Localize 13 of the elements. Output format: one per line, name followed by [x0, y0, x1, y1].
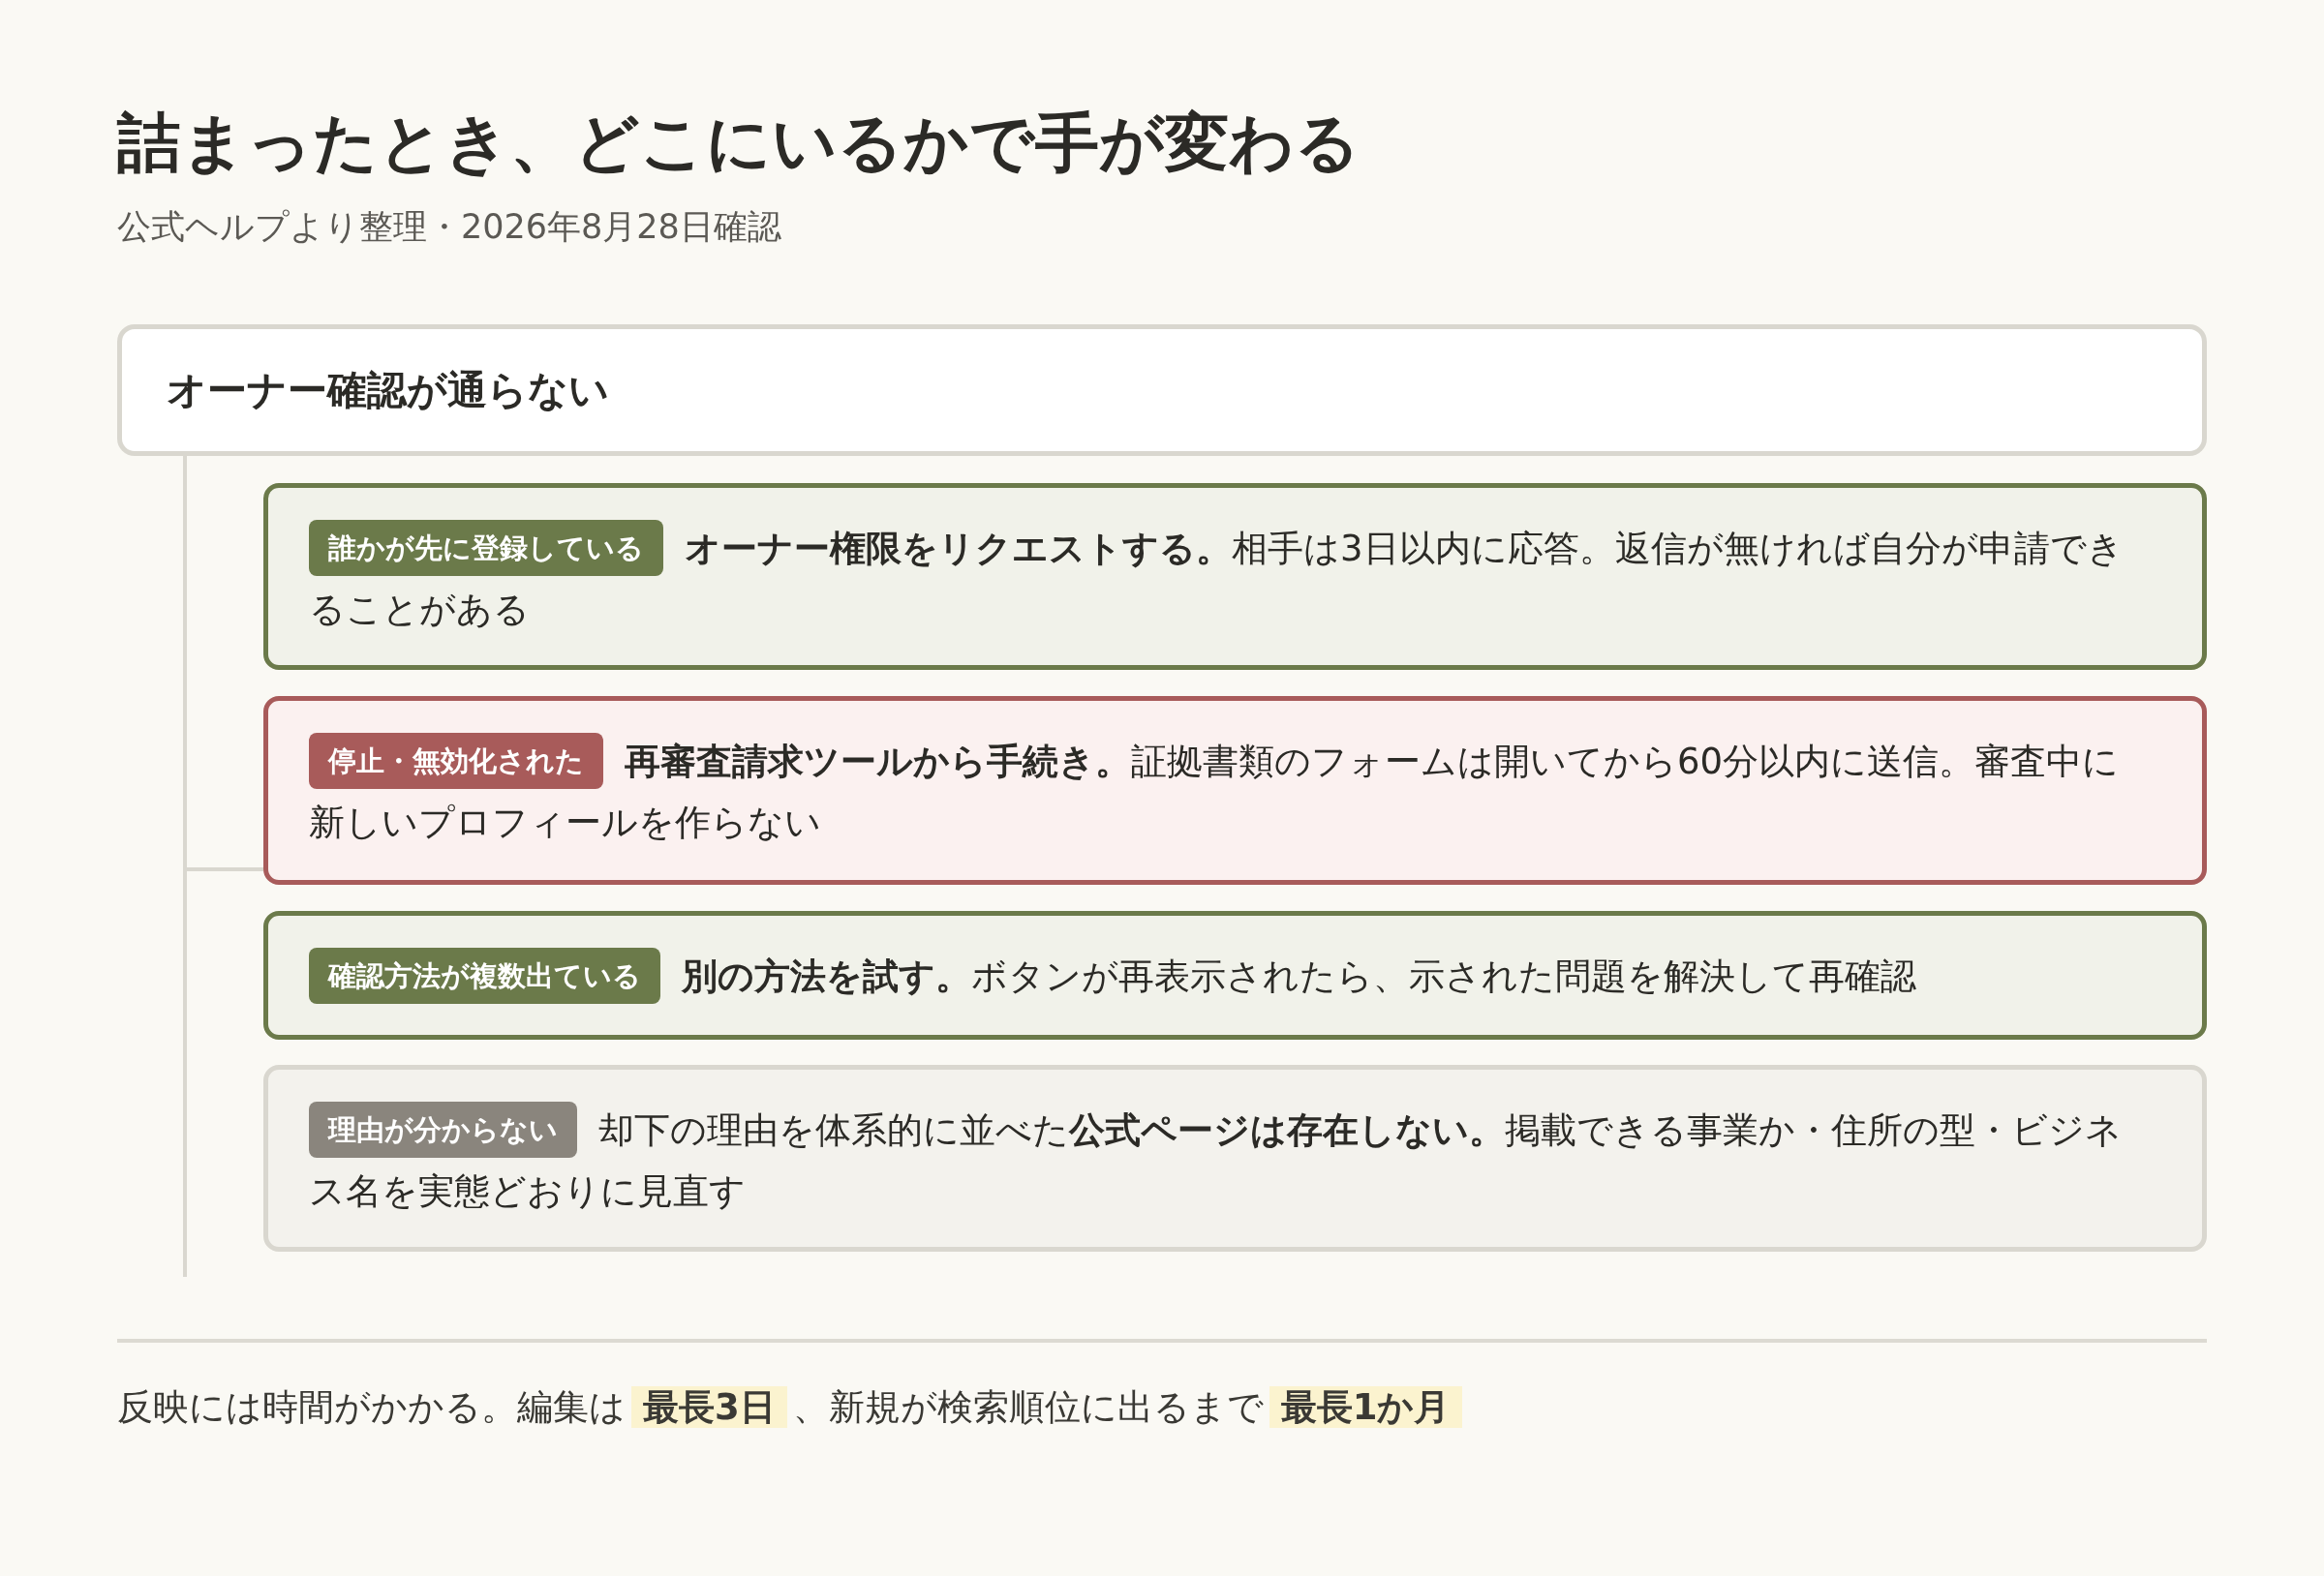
case-card: 停止・無効化された 再審査請求ツールから手続き。証拠書類のフォームは開いてから60分以内に送信。審査中に新しいプロフィールを作らない: [263, 696, 2207, 885]
footnote: 反映には時間がかかる。編集は最長3日、新規が検索順位に出るまで最長1か月: [117, 1379, 1468, 1437]
case-card: 誰かが先に登録している オーナー権限をリクエストする。相手は3日以内に応答。返信が無ければ自分が申請できることがある: [263, 483, 2207, 670]
connector-line: [183, 456, 263, 871]
category-badge: 停止・無効化された: [309, 733, 603, 789]
subtitle: 公式ヘルプより整理・2026年8月28日確認: [117, 206, 781, 248]
case-card: 理由が分からない 却下の理由を体系的に並べた公式ページは存在しない。掲載できる事業か・住所の型・ビジネス名を実態どおりに見直す: [263, 1065, 2207, 1252]
problem-box: オーナー確認が通らない: [117, 324, 2207, 456]
case-card: 確認方法が複数出ている 別の方法を試す。ボタンが再表示されたら、示された問題を解決して再確認: [263, 911, 2207, 1040]
title: 詰まったとき、どこにいるかで手が変わる: [117, 105, 1361, 182]
category-badge: 理由が分からない: [309, 1102, 577, 1158]
category-badge: 誰かが先に登録している: [309, 520, 663, 576]
category-badge: 確認方法が複数出ている: [309, 948, 660, 1004]
